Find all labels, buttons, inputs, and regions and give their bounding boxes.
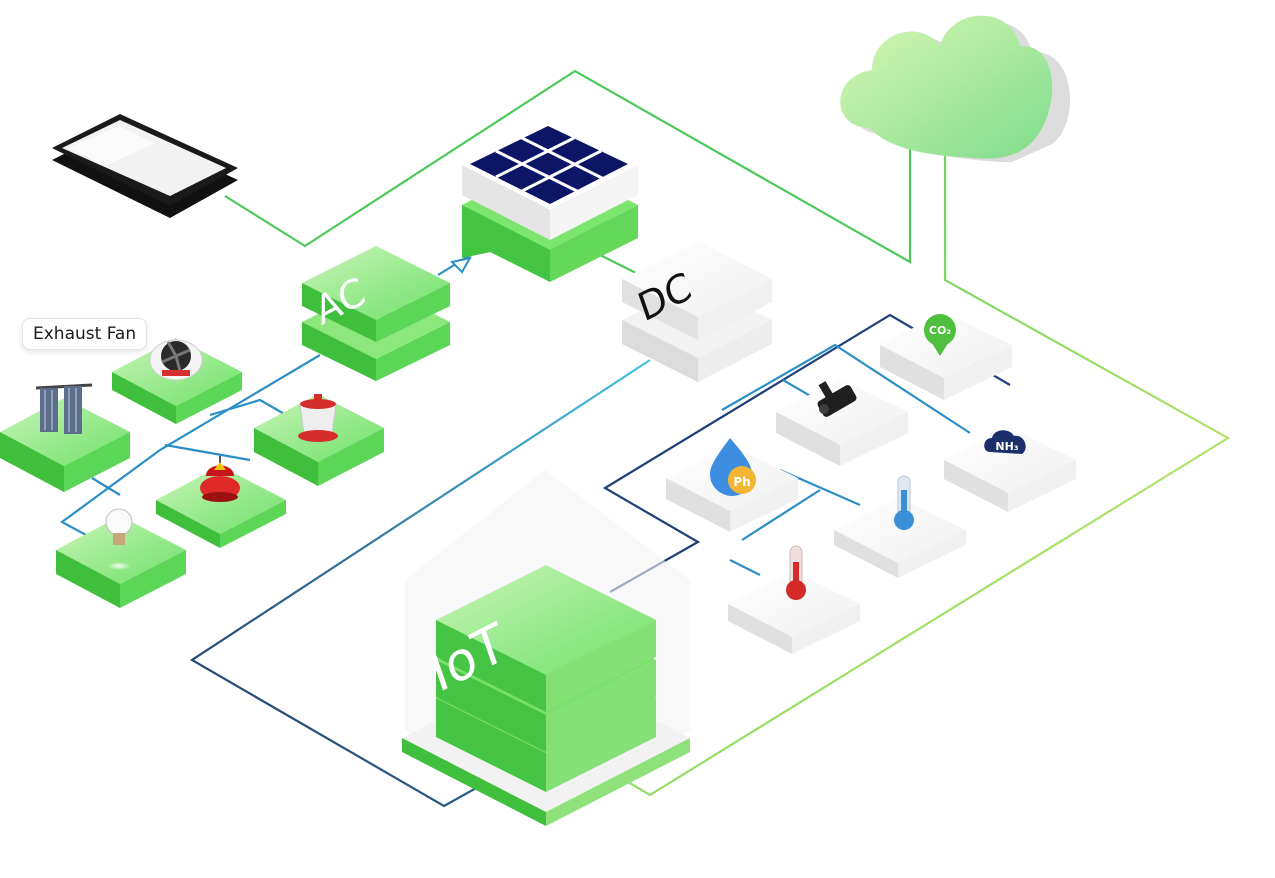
nh3-sensor-icon: NH₃	[984, 430, 1026, 454]
feeder-icon	[200, 456, 240, 502]
thermometer-blue-icon	[894, 475, 914, 530]
line-sensor-grid-1	[721, 343, 971, 434]
line-sensor-grid-5	[741, 489, 821, 541]
tile-camera[interactable]	[776, 379, 908, 466]
tile-thermometer-red[interactable]	[728, 545, 860, 654]
line-cloud-network	[627, 140, 1231, 797]
line-ac-devices-3	[91, 477, 121, 496]
thermometer-red-icon	[786, 545, 806, 600]
connection-lines	[59, 69, 1231, 808]
drinker-icon	[298, 394, 338, 442]
dc-module: DC	[622, 241, 772, 382]
ph-sensor-icon: Ph	[710, 438, 756, 496]
line-phone-network	[224, 69, 912, 264]
phone-icon	[52, 114, 238, 218]
tile-nh3-sensor[interactable]: NH₃	[944, 427, 1076, 512]
exhaust-fan-tooltip: Exhaust Fan	[22, 318, 148, 350]
iot-module: IoT	[402, 470, 690, 826]
line-ac-devices-4	[164, 443, 251, 462]
arrow-icon	[450, 256, 472, 274]
camera-icon	[817, 381, 857, 417]
tile-drinker[interactable]	[254, 394, 384, 486]
solar-panel-icon	[462, 120, 638, 282]
tile-thermometer-blue[interactable]	[834, 475, 966, 578]
exhaust-fan-icon	[149, 339, 203, 381]
line-dc-iot	[189, 359, 651, 808]
light-bulb-icon	[105, 508, 133, 570]
tile-exhaust-fan[interactable]	[112, 338, 242, 424]
cloud-icon	[840, 15, 1071, 163]
tile-feeder[interactable]	[156, 456, 286, 548]
ph-label: Ph	[733, 475, 750, 489]
line-sensor-grid-4	[729, 559, 761, 576]
tile-ph-sensor[interactable]: Ph	[666, 438, 798, 532]
line-solar-dc	[599, 254, 641, 276]
tile-light-bulb[interactable]	[56, 508, 186, 608]
co2-sensor-icon: CO₂	[924, 314, 956, 356]
co2-label: CO₂	[929, 324, 951, 337]
curtain-icon	[35, 383, 93, 434]
tile-curtain[interactable]	[0, 383, 130, 492]
ac-module: AC	[302, 246, 450, 381]
tile-co2-sensor[interactable]: CO₂	[880, 312, 1012, 400]
nh3-label: NH₃	[995, 440, 1018, 453]
